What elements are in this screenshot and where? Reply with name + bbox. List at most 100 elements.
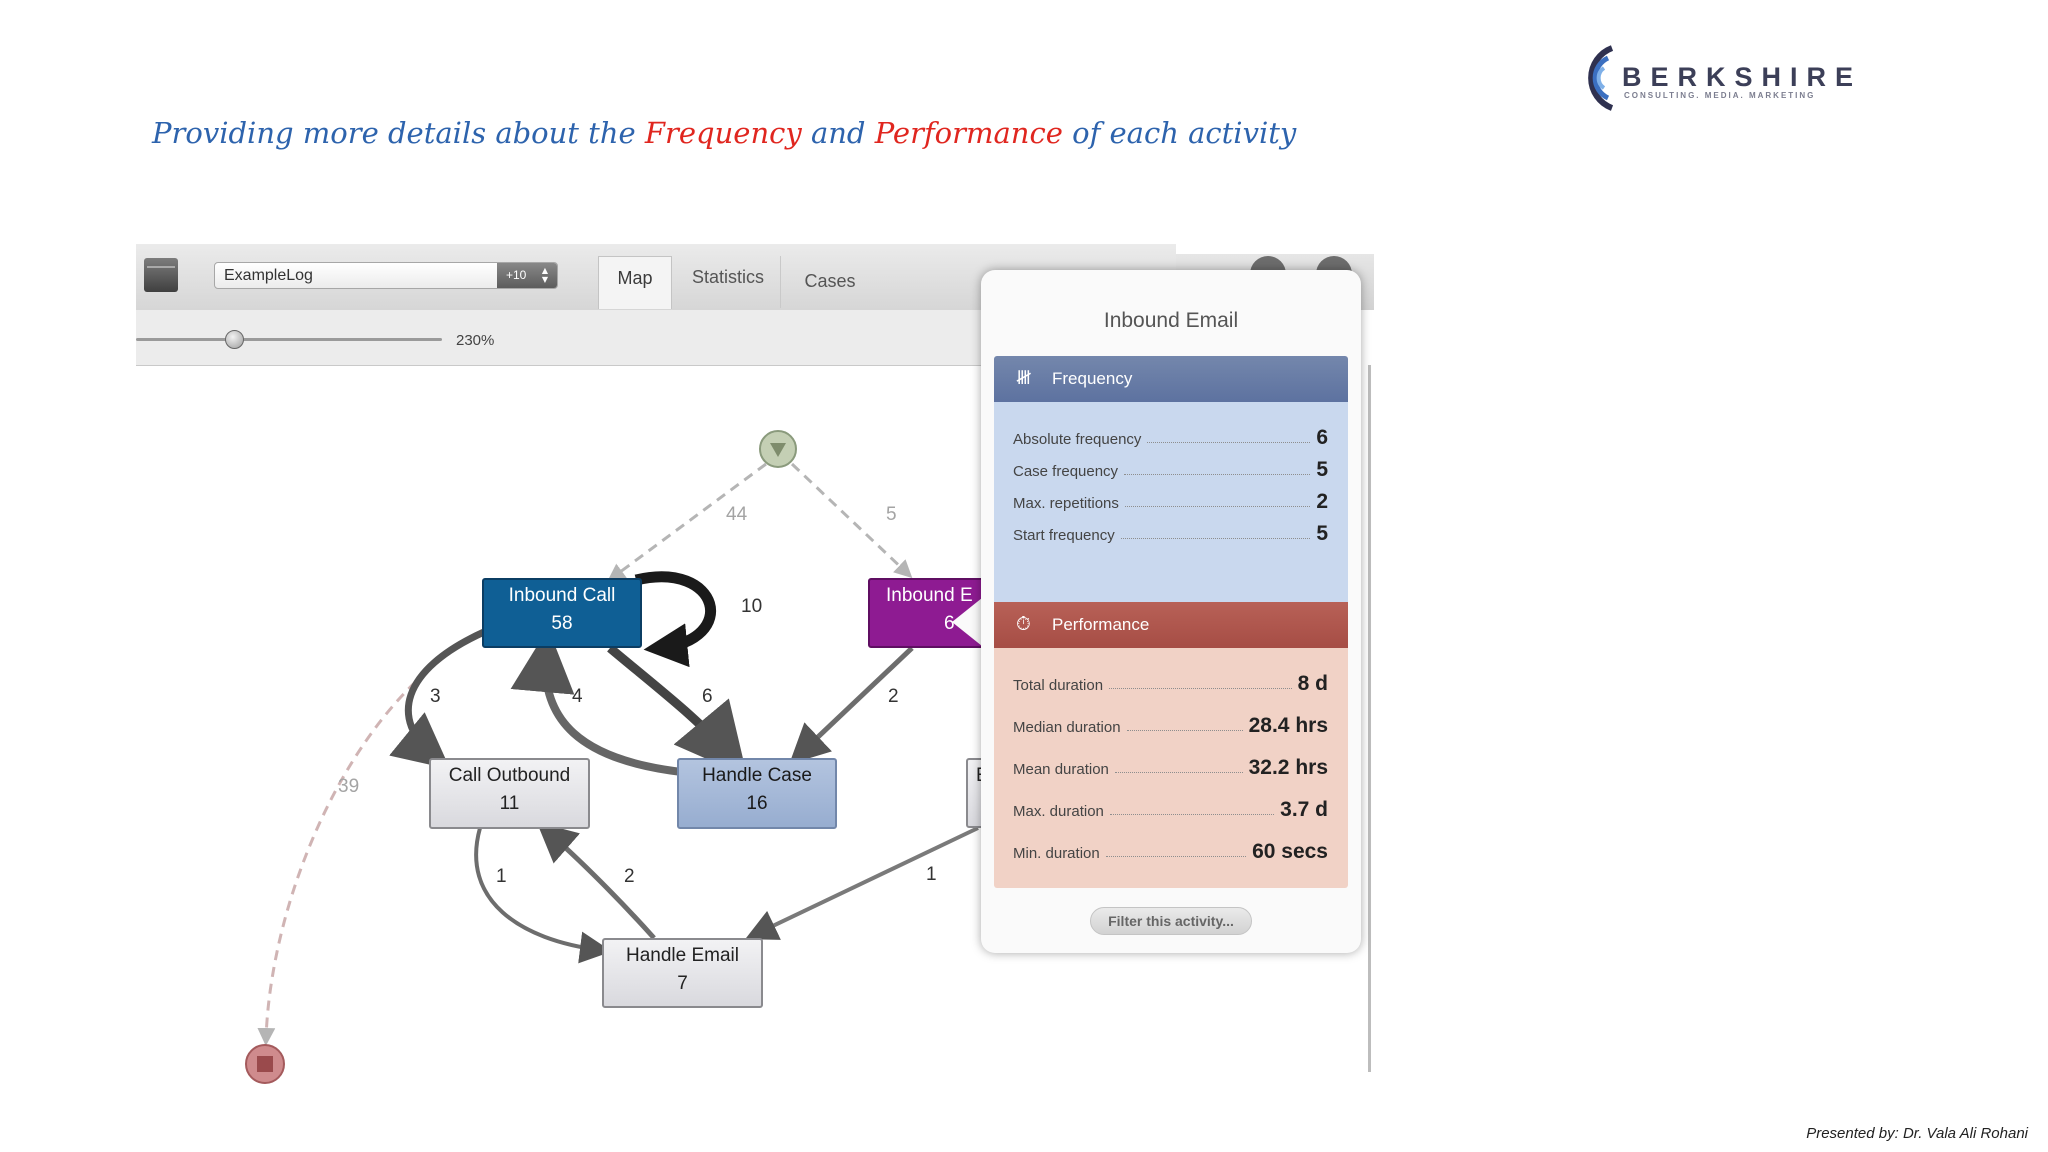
edge-start-to-inbound-call — [607, 462, 767, 582]
edge-call-to-outbound — [389, 628, 486, 770]
dot-leader — [1105, 856, 1247, 857]
node-call-outbound[interactable]: Call Outbound 11 — [429, 758, 590, 829]
stat-key: Case frequency — [1013, 463, 1119, 480]
database-icon[interactable] — [144, 258, 178, 292]
start-triangle-icon — [770, 443, 786, 457]
node-count: 16 — [746, 793, 768, 814]
stat-value: 32.2 hrs — [1248, 756, 1328, 779]
node-label: Inbound Call — [508, 585, 616, 606]
stat-key: Max. duration — [1013, 803, 1104, 820]
node-count: 6 — [944, 613, 955, 634]
node-count: 58 — [551, 613, 573, 634]
log-name: ExampleLog — [224, 267, 313, 284]
stat-value: 2 — [1316, 490, 1328, 513]
stopwatch-icon: ⏱ — [1016, 614, 1031, 635]
edge-label: 39 — [338, 776, 360, 797]
edge-inbound-call-loop — [634, 571, 717, 668]
node-handle-case[interactable]: Handle Case 16 — [677, 758, 837, 829]
start-node[interactable] — [759, 430, 797, 468]
stepper-arrows-icon[interactable]: ▲▼ — [541, 266, 548, 284]
node-label: Handle Email — [626, 945, 739, 966]
frequency-header: 𝍸 Frequency — [994, 356, 1348, 411]
edge-right-to-email — [745, 826, 979, 940]
node-count: 7 — [677, 973, 688, 994]
performance-title: Performance — [1052, 615, 1150, 634]
log-selector[interactable]: ExampleLog +10 ▲▼ — [214, 262, 558, 289]
stat-key: Median duration — [1013, 719, 1121, 736]
berkshire-logo-icon — [1588, 45, 1614, 111]
edge-case-to-call — [510, 628, 683, 776]
popover-title: Inbound Email — [1103, 309, 1239, 332]
stat-value: 5 — [1316, 458, 1328, 481]
stat-row: Min. duration 60 secs — [1013, 838, 1328, 864]
dot-leader — [1124, 474, 1311, 475]
stat-value: 6 — [1316, 426, 1328, 449]
zoom-level: 230% — [456, 332, 495, 349]
canvas-border — [1368, 365, 1371, 1072]
edge-label: 5 — [886, 504, 897, 525]
popover-pointer — [952, 598, 982, 646]
tab-statistics[interactable]: Statistics — [676, 256, 781, 308]
dot-leader — [1114, 772, 1243, 773]
edge-label: 1 — [496, 866, 507, 887]
frequency-title: Frequency — [1052, 369, 1133, 388]
tally-icon: 𝍸 — [1016, 368, 1032, 389]
stat-row: Max. duration 3.7 d — [1013, 796, 1328, 822]
stat-value: 5 — [1316, 522, 1328, 545]
dot-leader — [1109, 814, 1275, 815]
node-inbound-email[interactable]: Inbound E 6 — [868, 578, 986, 648]
edge-label: 6 — [702, 686, 713, 707]
logo-tagline: CONSULTING. MEDIA. MARKETING — [1624, 91, 1816, 100]
tab-cases[interactable]: Cases — [804, 271, 856, 291]
edge-start-to-inbound-email — [790, 462, 913, 579]
edge-label: 44 — [726, 504, 748, 525]
dot-leader — [1147, 442, 1311, 443]
edge-email-to-outbound — [536, 822, 656, 940]
stat-value: 8 d — [1297, 672, 1328, 695]
edge-email-to-case — [789, 646, 914, 765]
node-label: Inbound E — [886, 585, 973, 606]
node-count: 11 — [499, 793, 520, 814]
stat-value: 3.7 d — [1280, 798, 1328, 821]
stat-row: Case frequency 5 — [1013, 456, 1328, 482]
headline-text-2: and — [801, 116, 875, 150]
end-square-icon — [257, 1056, 273, 1072]
stat-row: Median duration 28.4 hrs — [1013, 712, 1328, 738]
presenter-credit: Presented by: Dr. Vala Ali Rohani — [1806, 1125, 2028, 1142]
stat-key: Min. duration — [1013, 845, 1100, 862]
dot-leader — [1120, 538, 1311, 539]
node-inbound-call[interactable]: Inbound Call 58 — [482, 578, 642, 648]
edge-label: 4 — [572, 686, 583, 707]
performance-header: ⏱ Performance — [994, 602, 1348, 657]
zoom-slider-knob[interactable] — [225, 330, 244, 349]
node-label: Handle Case — [702, 765, 812, 786]
dot-leader — [1126, 730, 1243, 731]
filter-activity-button[interactable]: Filter this activity... — [1090, 907, 1252, 935]
tab-map[interactable]: Map — [598, 256, 672, 309]
edge-inbound-call-to-end — [257, 630, 485, 1046]
end-node[interactable] — [245, 1044, 285, 1084]
slide-headline: Providing more details about the Frequen… — [152, 116, 1296, 150]
logo-wordmark: BERKSHIRE — [1622, 62, 1863, 92]
headline-text-3: of each activity — [1062, 116, 1297, 150]
stat-value: 60 secs — [1252, 840, 1328, 863]
edge-label: 3 — [430, 686, 441, 707]
dot-leader — [1109, 688, 1292, 689]
zoom-slider-track[interactable] — [136, 338, 442, 341]
node-label: Call Outbound — [448, 765, 571, 786]
stat-key: Start frequency — [1013, 527, 1115, 544]
node-handle-email[interactable]: Handle Email 7 — [602, 938, 763, 1008]
edge-label: 2 — [888, 686, 899, 707]
stat-row: Start frequency 5 — [1013, 520, 1328, 546]
headline-text-1: Providing more details about the — [152, 116, 645, 150]
edge-outbound-to-email — [474, 827, 612, 964]
log-count-badge: +10 — [497, 263, 557, 288]
stat-value: 28.4 hrs — [1248, 714, 1328, 737]
